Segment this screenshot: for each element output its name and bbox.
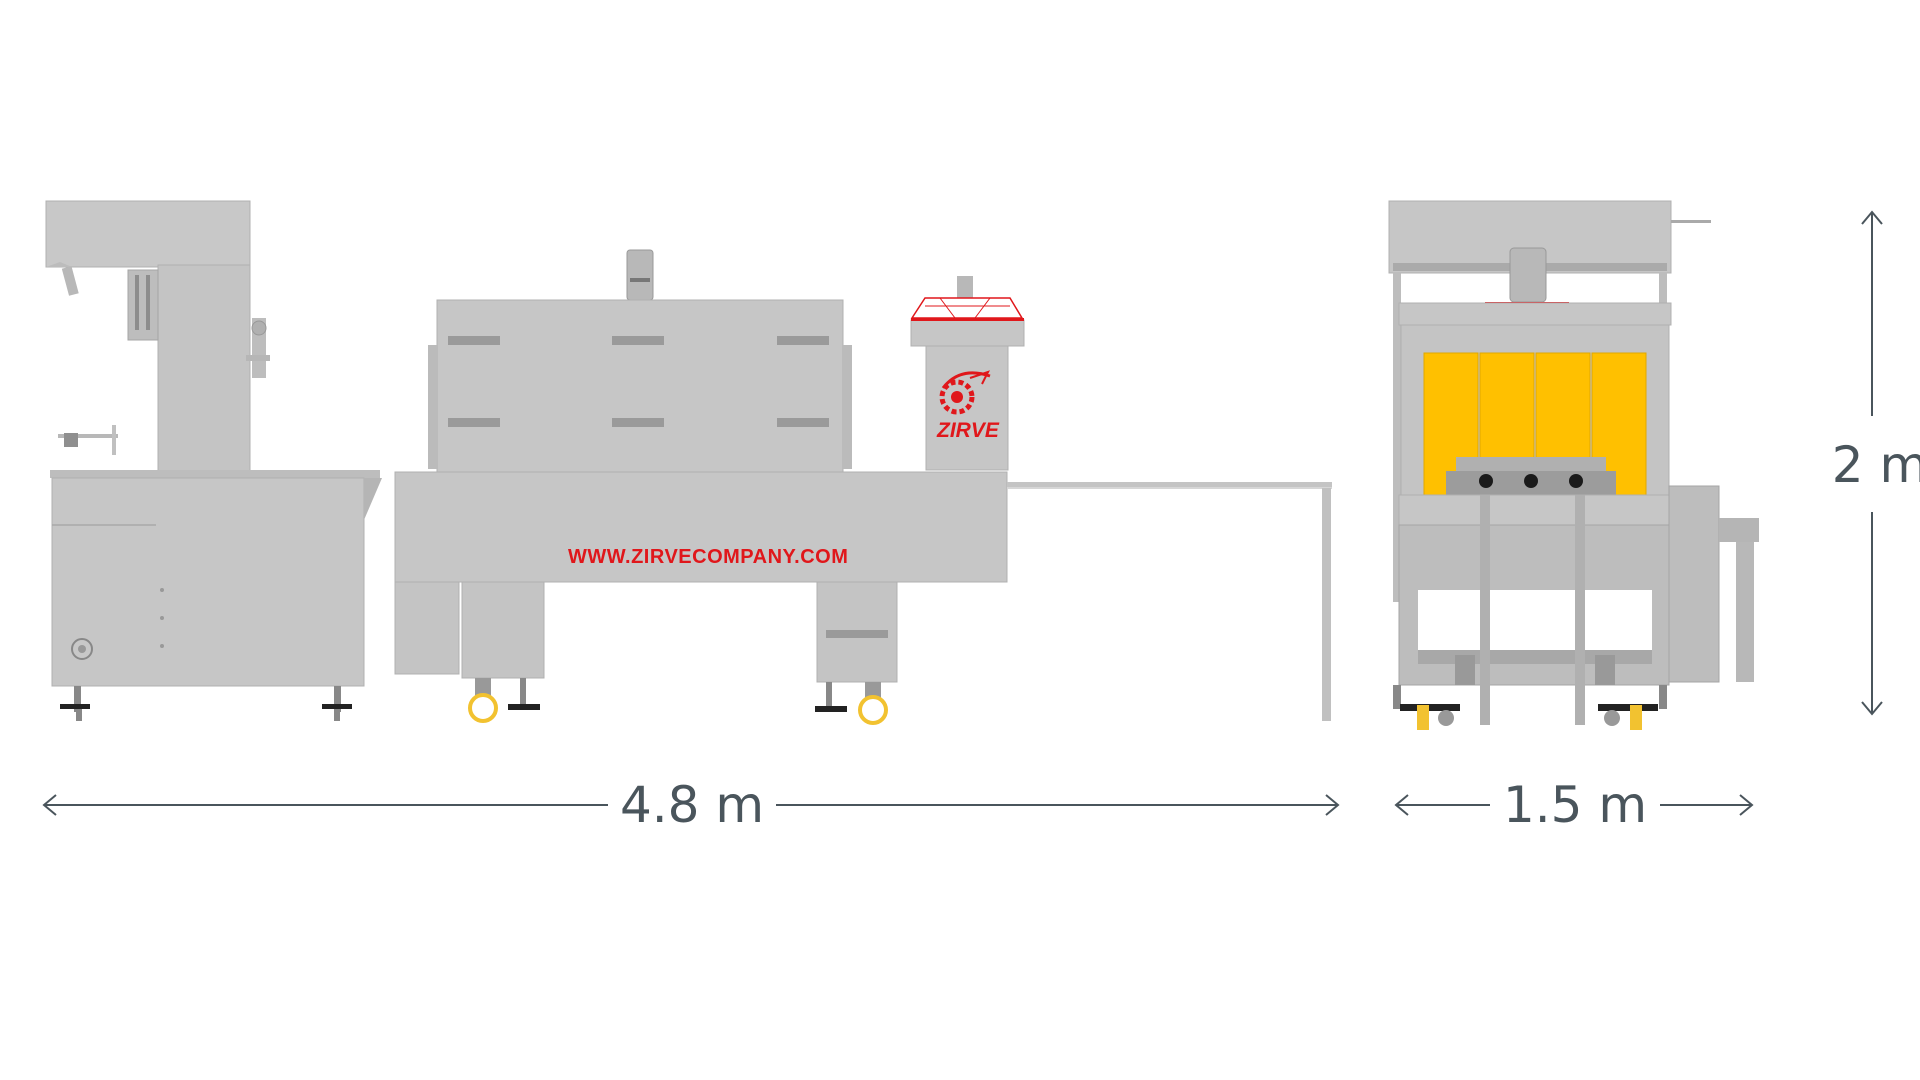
- brand-label: ZIRVE: [936, 419, 1000, 442]
- control-tower: ZIRVE: [910, 276, 1025, 471]
- width-label: 1.5 m: [1503, 776, 1647, 834]
- dimension-height: [1861, 210, 1883, 716]
- front-view-unit: [1388, 200, 1759, 730]
- dimension-length: [42, 794, 1340, 816]
- length-label: 4.8 m: [620, 776, 764, 834]
- outfeed-conveyor: [1007, 482, 1332, 721]
- website-label: WWW.ZIRVECOMPANY.COM: [568, 546, 848, 568]
- tunnel-vents: [448, 336, 829, 427]
- zirve-logo: [939, 370, 991, 415]
- height-label: 2 m: [1832, 436, 1920, 494]
- sleeve-sealer-unit: [45, 200, 382, 721]
- dimension-width: [1394, 794, 1754, 816]
- shrink-tunnel-unit: WWW.ZIRVECOMPANY.COM: [394, 249, 1008, 725]
- tunnel-lower-vent: [826, 630, 888, 638]
